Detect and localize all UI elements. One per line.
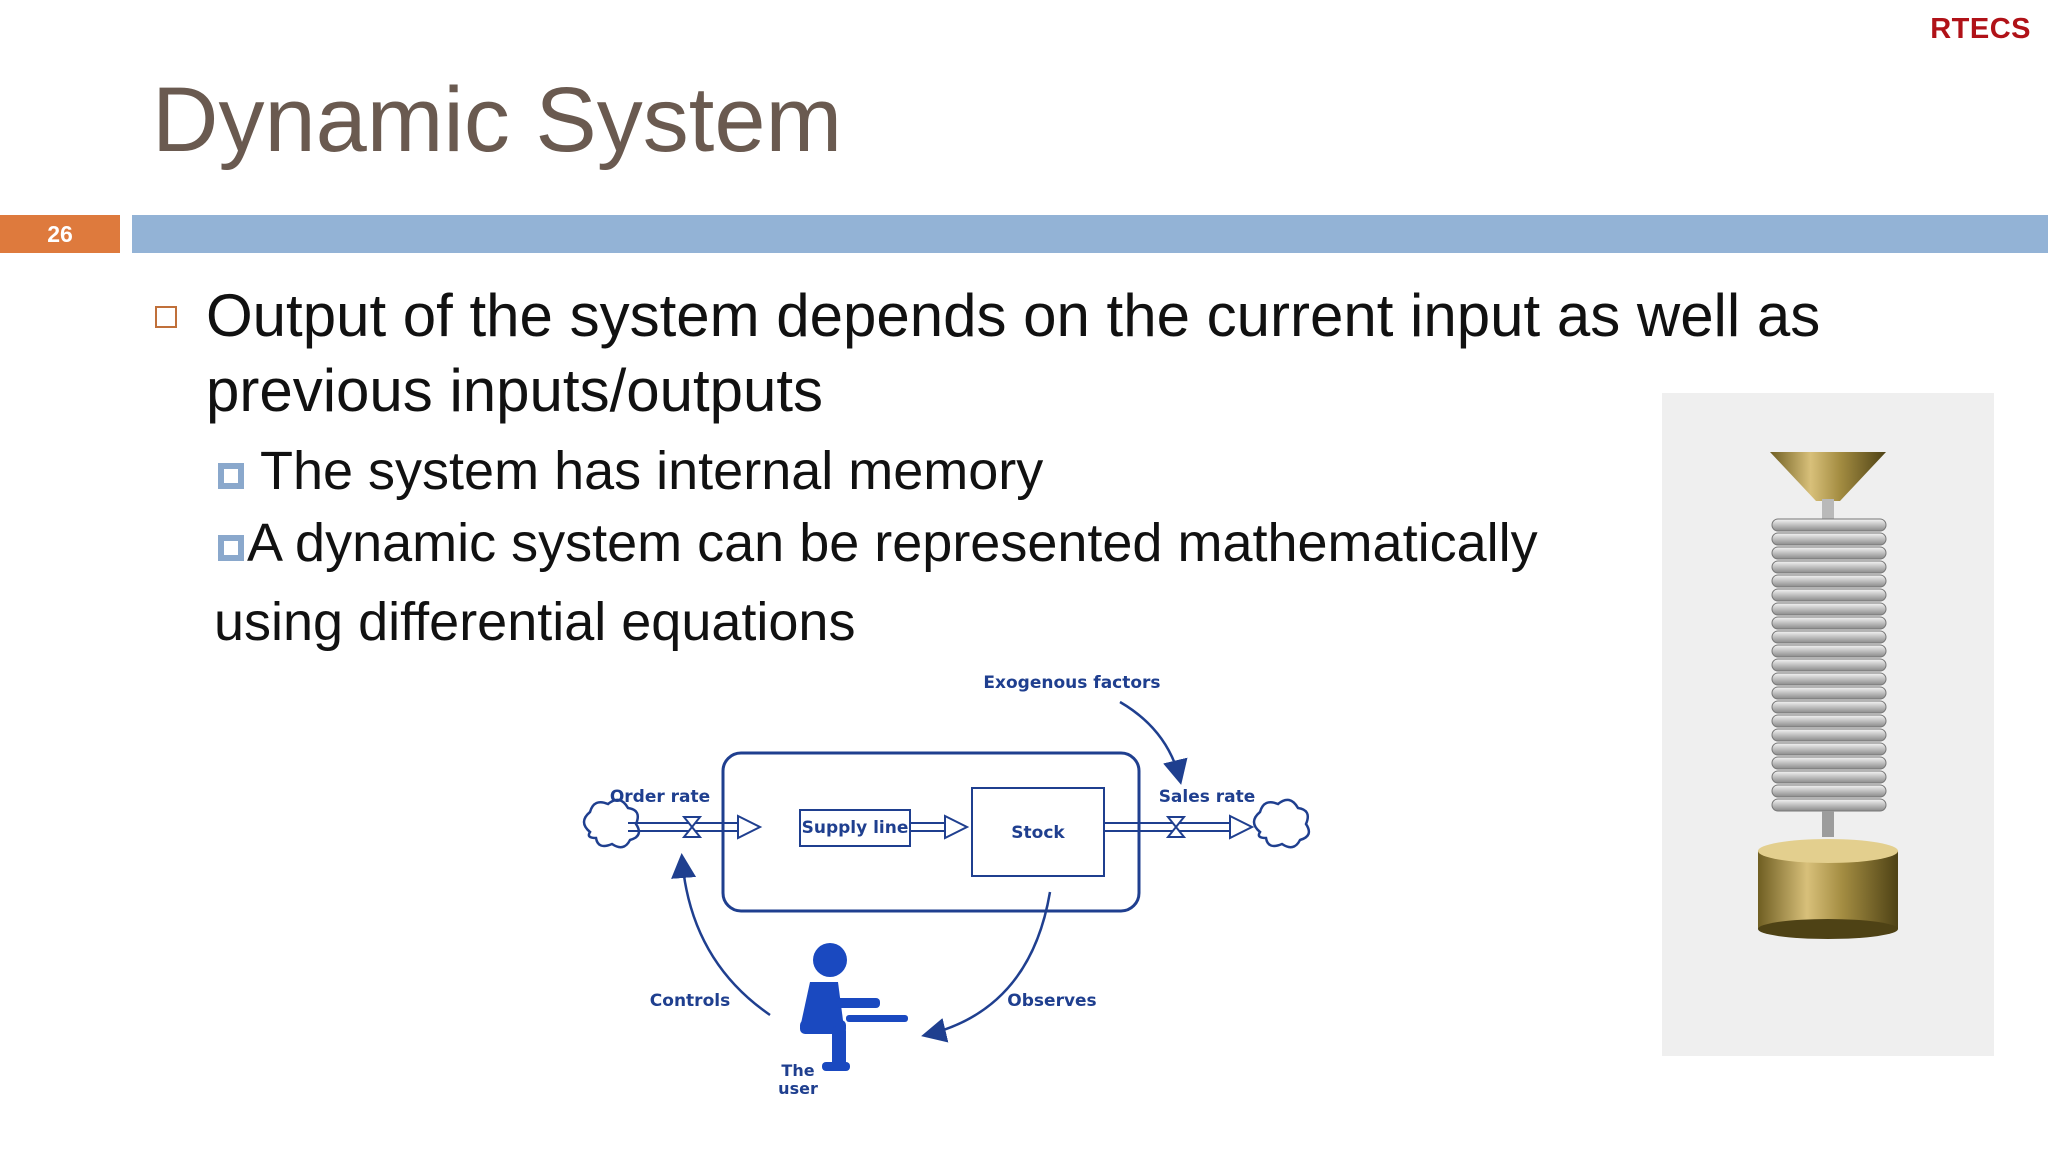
spring-coil-icon	[1771, 518, 1887, 837]
stock-label: Stock	[1011, 823, 1065, 843]
exogenous-arrow	[1119, 700, 1188, 785]
mass-weight-icon	[1758, 839, 1898, 939]
user-label-line1: The	[781, 1061, 814, 1080]
user-figure-icon	[800, 943, 908, 1071]
flow-arrowhead-icon	[1229, 814, 1255, 840]
sub-bullet-memory-text: The system has internal memory	[260, 441, 1044, 501]
observes-label: Observes	[1007, 991, 1096, 1011]
diagram-svg: Supply line Stock Order rate Sales rate …	[582, 673, 1311, 1098]
order-rate-label: Order rate	[610, 787, 710, 807]
spring-mass-svg	[1758, 452, 1898, 939]
top-mount-icon	[1770, 452, 1886, 501]
controls-arrow	[671, 853, 771, 1017]
stock-flow-diagram: Supply line Stock Order rate Sales rate …	[560, 660, 1330, 1110]
sub-bullet-math-continuation: using differential equations	[214, 592, 856, 652]
sink-cloud-icon	[1252, 798, 1311, 849]
sub-bullet-icon	[218, 463, 244, 489]
bullet-square-icon	[155, 306, 177, 328]
spring-mass-image	[1662, 393, 1994, 1056]
bullet-main-text: Output of the system depends on the curr…	[206, 282, 1821, 424]
supply-line-label: Supply line	[802, 818, 909, 838]
user-label-line2: user	[778, 1079, 818, 1098]
flow-arrowhead-icon	[944, 814, 970, 840]
supply-line-box	[799, 809, 911, 847]
flow-arrowhead-icon	[737, 814, 763, 840]
order-valve-icon	[681, 816, 703, 838]
sales-rate-label: Sales rate	[1159, 787, 1256, 807]
brand-logo-text: RTECS	[1930, 13, 2031, 45]
sub-bullet-icon	[218, 535, 244, 561]
sub-bullet-math-text: A dynamic system can be represented math…	[247, 513, 1538, 573]
observes-arrow	[921, 891, 1052, 1043]
controls-label: Controls	[650, 991, 730, 1011]
exogenous-factors-label: Exogenous factors	[983, 673, 1160, 693]
stock-box	[971, 787, 1105, 877]
slide-title: Dynamic System	[152, 69, 843, 171]
title-divider-bar	[132, 215, 2048, 253]
sales-valve-icon	[1165, 816, 1187, 838]
slide-number: 26	[0, 215, 120, 253]
